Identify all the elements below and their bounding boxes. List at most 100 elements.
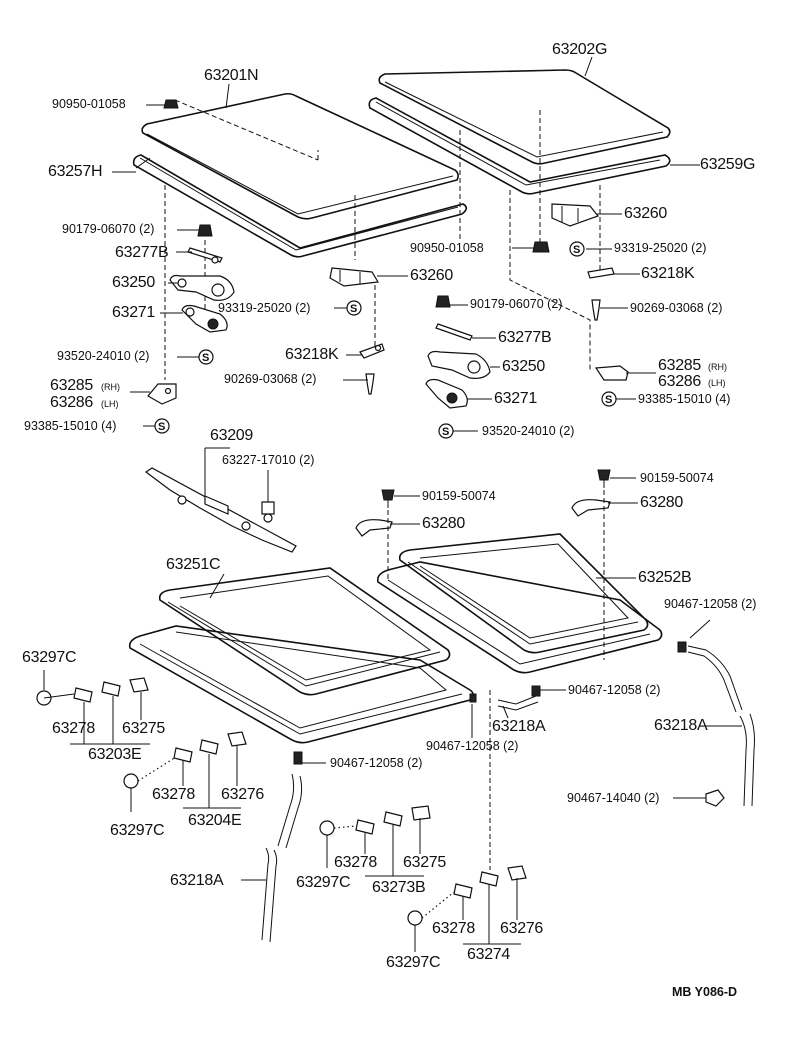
label-90467-14040: 90467-14040 (2) xyxy=(567,791,660,805)
right-bolt-90950 xyxy=(532,241,550,253)
label-63271-right: 63271 xyxy=(494,390,537,407)
label-63278-b: 63278 xyxy=(152,786,195,803)
label-63297C-d: 63297C xyxy=(386,954,441,971)
label-63201N: 63201N xyxy=(204,67,259,84)
label-63260-right: 63260 xyxy=(624,205,667,222)
label-90467-12058-left: 90467-12058 (2) xyxy=(330,756,423,770)
right-glass-weatherstrip xyxy=(368,97,671,195)
right-frame-housing xyxy=(376,561,663,674)
label-63252B: 63252B xyxy=(638,569,692,586)
label-63218A-right: 63218A xyxy=(654,717,708,734)
left-glass-panel xyxy=(141,92,459,220)
drain-hose-right xyxy=(687,645,755,807)
label-90179-06070-left: 90179-06070 (2) xyxy=(62,222,155,236)
label-93385-15010-right: 93385-15010 (4) xyxy=(638,392,731,406)
label-63286-right-lh: (LH) xyxy=(708,378,726,388)
label-63285-right: 63285 xyxy=(658,357,701,374)
s-symbol-2: S xyxy=(202,352,209,364)
left-glass-weatherstrip xyxy=(132,154,468,258)
left-bolt-90179 xyxy=(197,224,213,237)
s-symbol-5: S xyxy=(605,394,612,406)
label-93385-15010-left: 93385-15010 (4) xyxy=(24,419,117,433)
label-63218A-mid: 63218A xyxy=(492,718,546,735)
label-63280-right: 63280 xyxy=(640,494,683,511)
label-63297C-c: 63297C xyxy=(296,874,351,891)
s-symbol-6: S xyxy=(442,426,449,438)
screw-s-symbols: S S S S S S xyxy=(154,241,617,439)
right-screw-90269 xyxy=(591,299,601,321)
left-bracket-63260 xyxy=(329,267,379,287)
drain-hose-left xyxy=(261,751,303,943)
label-63286-right: 63286 xyxy=(658,373,701,390)
label-63280-left: 63280 xyxy=(422,515,465,532)
bolt-90159-left xyxy=(381,489,395,508)
label-90159-50074-right: 90159-50074 xyxy=(640,471,714,485)
label-63285-left-rh: (RH) xyxy=(101,382,120,392)
leader-lines xyxy=(43,56,742,952)
label-63276-a: 63276 xyxy=(221,786,264,803)
label-63277B-left: 63277B xyxy=(115,244,169,261)
label-63286-left: 63286 xyxy=(50,394,93,411)
label-90467-12058-mid: 90467-12058 (2) xyxy=(568,683,661,697)
label-63274: 63274 xyxy=(467,946,510,963)
label-63297C-a: 63297C xyxy=(22,649,77,666)
label-63286-left-lh: (LH) xyxy=(101,399,119,409)
label-63278-c: 63278 xyxy=(334,854,377,871)
label-90467-12058-right-top: 90467-12058 (2) xyxy=(664,597,757,611)
right-bracket-63260 xyxy=(551,203,599,227)
label-63275-a: 63275 xyxy=(122,720,165,737)
left-rod-63218K xyxy=(359,343,385,359)
s-symbol-3: S xyxy=(158,421,165,433)
label-90467-12058-lower: 90467-12058 (2) xyxy=(426,739,519,753)
clip-63280-left xyxy=(355,519,393,537)
label-63250-left: 63250 xyxy=(112,274,155,291)
label-63297C-b: 63297C xyxy=(110,822,165,839)
label-63250-right: 63250 xyxy=(502,358,545,375)
left-frame-seal-63251C xyxy=(158,567,451,696)
hose-clamp-small xyxy=(469,641,687,703)
label-63285-left: 63285 xyxy=(50,377,93,394)
label-63204E: 63204E xyxy=(188,812,242,829)
label-93319-25020-left: 93319-25020 (2) xyxy=(218,301,311,315)
trim-strip-63209 xyxy=(144,467,297,553)
right-bracket-63271 xyxy=(425,378,468,409)
label-90950-01058-left: 90950-01058 xyxy=(52,97,126,111)
label-63273B: 63273B xyxy=(372,879,426,896)
label-63285-right-rh: (RH) xyxy=(708,362,727,372)
label-93319-25020-right: 93319-25020 (2) xyxy=(614,241,707,255)
small-parts xyxy=(36,677,527,926)
drain-hose-mid xyxy=(497,685,541,711)
label-63278-a: 63278 xyxy=(52,720,95,737)
label-63259G: 63259G xyxy=(700,156,756,173)
right-pin-63277B xyxy=(435,323,473,341)
left-glass-centre-dash xyxy=(174,99,319,161)
label-63218K-right: 63218K xyxy=(641,265,695,282)
bolt-90159-right xyxy=(597,469,611,488)
left-bracket-63271 xyxy=(181,304,228,333)
label-63275-b: 63275 xyxy=(403,854,446,871)
label-63209: 63209 xyxy=(210,427,253,444)
left-pin-63277B xyxy=(187,247,223,264)
label-63227-17010: 63227-17010 (2) xyxy=(222,453,315,467)
label-63257H: 63257H xyxy=(48,163,103,180)
left-bracket-63285 xyxy=(147,383,177,405)
right-glass-panel xyxy=(378,69,671,165)
label-90269-03068-right: 90269-03068 (2) xyxy=(630,301,723,315)
label-90950-01058-right: 90950-01058 xyxy=(410,241,484,255)
label-63260-left: 63260 xyxy=(410,267,453,284)
footer-code: MB Y086-D xyxy=(672,985,738,999)
right-rod-63218K xyxy=(587,267,615,279)
right-hinge-63250 xyxy=(427,350,491,379)
frame-guide-dashes xyxy=(387,490,605,870)
label-63203E: 63203E xyxy=(88,746,142,763)
clip-63280-right xyxy=(571,499,611,517)
label-63202G: 63202G xyxy=(552,41,608,58)
label-63277B-right: 63277B xyxy=(498,329,552,346)
label-63276-b: 63276 xyxy=(500,920,543,937)
label-90269-03068-left: 90269-03068 (2) xyxy=(224,372,317,386)
label-93520-24010-right: 93520-24010 (2) xyxy=(482,424,575,438)
right-bracket-63285 xyxy=(594,365,629,381)
left-hinge-63250 xyxy=(169,274,235,301)
